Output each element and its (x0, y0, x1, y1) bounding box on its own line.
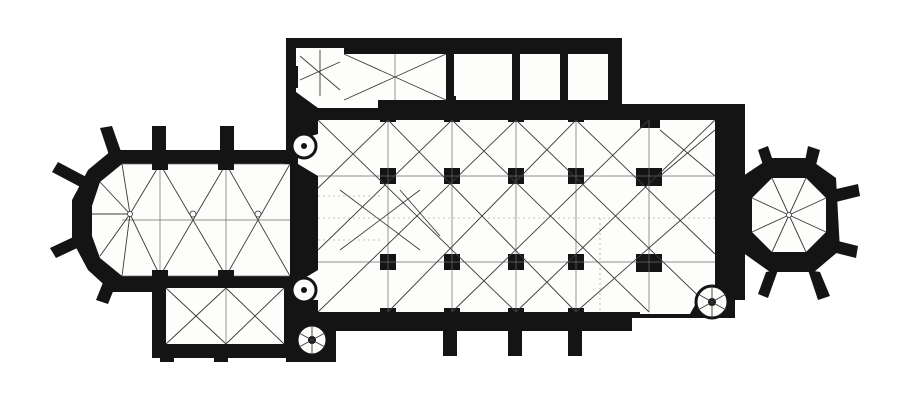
nave-vaulting (317, 119, 716, 313)
chapel-vaulting (165, 287, 285, 345)
spiral-stair-southeast (694, 284, 730, 320)
spiral-stair-southwest (295, 323, 329, 357)
east-apse-vaulting (751, 177, 827, 253)
annex-vaulting (288, 50, 456, 112)
buttresses (50, 126, 860, 362)
stair-turret-northwest (290, 132, 318, 160)
stair-turret-west (290, 276, 318, 304)
